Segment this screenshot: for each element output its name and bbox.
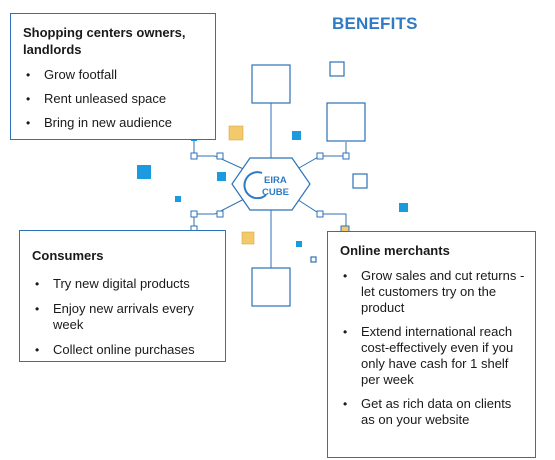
junction-marker	[190, 210, 198, 218]
decor-blue-square	[292, 131, 301, 140]
junction-marker	[216, 152, 224, 160]
node-square-top	[251, 64, 291, 104]
junction-marker	[316, 152, 324, 160]
node-square-bottom	[251, 267, 291, 307]
landlords-list: Grow footfall Rent unleased space Bring …	[23, 67, 205, 131]
consumers-heading: Consumers	[32, 248, 104, 263]
list-item: Grow sales and cut returns - let custome…	[340, 268, 525, 316]
node-square-right	[326, 102, 366, 142]
junction-marker	[316, 210, 324, 218]
decor-gold-square	[241, 231, 255, 245]
decor-blue-square	[217, 172, 226, 181]
decor-gold-square	[228, 125, 244, 141]
consumers-benefits-box: Consumers Try new digital products Enjoy…	[19, 230, 226, 362]
junction-marker	[216, 210, 224, 218]
list-item: Grow footfall	[23, 67, 205, 83]
list-item: Get as rich data on clients as on your w…	[340, 396, 525, 428]
merchants-benefits-box: Online merchants Grow sales and cut retu…	[327, 231, 536, 458]
connector-lines	[193, 103, 347, 268]
logo-line2: CUBE	[262, 187, 289, 198]
list-item: Extend international reach cost-effectiv…	[340, 324, 525, 388]
decor-blue-square	[399, 203, 408, 212]
junction-marker	[342, 152, 350, 160]
list-item: Enjoy new arrivals every week	[32, 301, 215, 333]
list-item: Rent unleased space	[23, 91, 205, 107]
landlords-benefits-box: Shopping centers owners, landlords Grow …	[10, 13, 216, 140]
decor-blue-square	[175, 196, 181, 202]
list-item: Bring in new audience	[23, 115, 205, 131]
decor-outline-square	[329, 61, 345, 77]
merchants-list: Grow sales and cut returns - let custome…	[340, 268, 525, 428]
decor-outline-square	[352, 173, 368, 189]
page-title: BENEFITS	[332, 14, 418, 33]
decor-blue-square	[137, 165, 151, 179]
list-item: Collect online purchases	[32, 342, 215, 358]
consumers-list: Try new digital products Enjoy new arriv…	[32, 276, 215, 358]
eiracube-logo: EIRA CUBE	[243, 171, 289, 200]
junction-marker	[190, 152, 198, 160]
list-item: Try new digital products	[32, 276, 215, 292]
merchants-heading: Online merchants	[340, 243, 450, 258]
decor-blue-square	[296, 241, 302, 247]
decor-outline-dot	[310, 256, 317, 263]
logo-line1: EIRA	[264, 175, 287, 186]
landlords-heading: Shopping centers owners, landlords	[23, 25, 186, 57]
